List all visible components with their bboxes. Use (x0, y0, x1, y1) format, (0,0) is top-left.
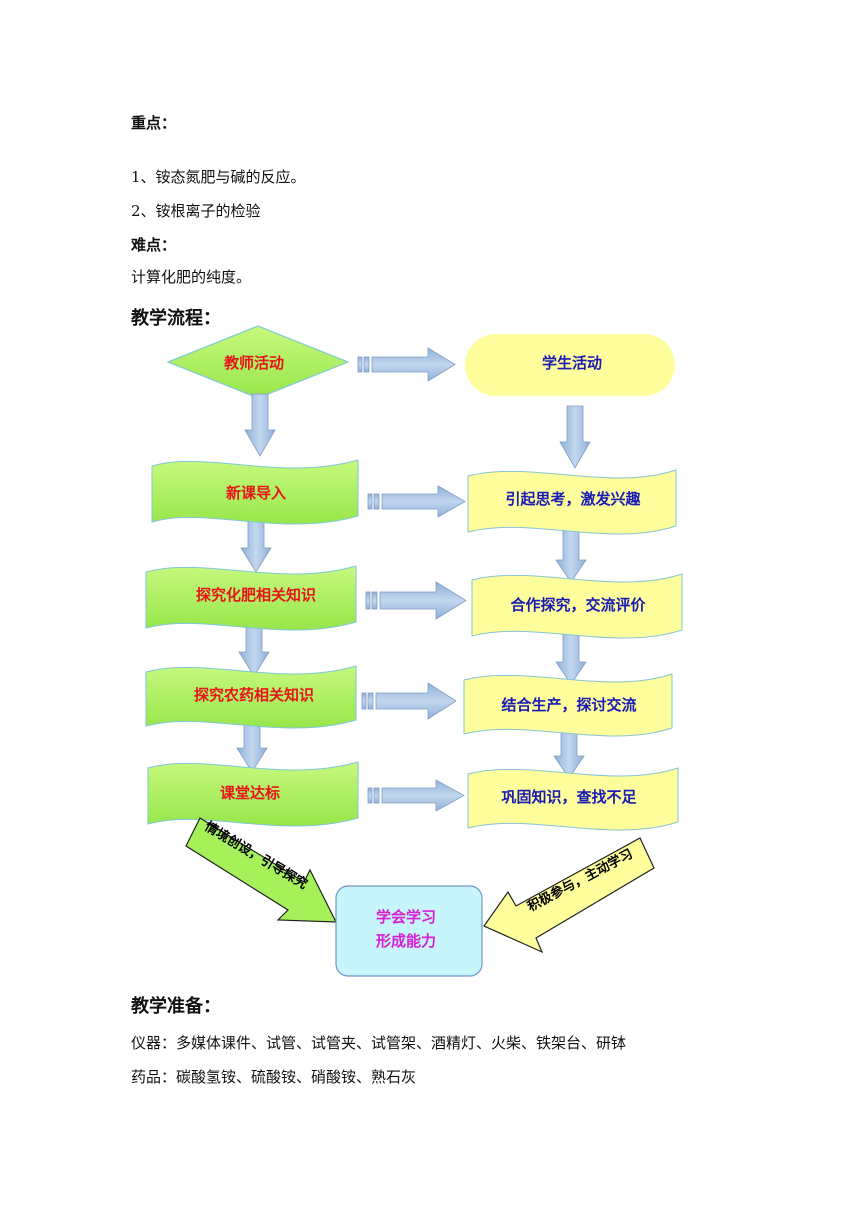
teacher-down-arrow-4 (236, 719, 268, 773)
teacher-step-2: 探究化肥相关知识 (145, 565, 357, 631)
student-down-arrow-3 (555, 633, 587, 685)
step-1-right-arrow (367, 485, 466, 518)
student-step-4: 巩固知识，查找不足 (467, 767, 679, 831)
student-step-1-label: 引起思考，激发兴趣 (505, 490, 641, 508)
goal-line-2: 形成能力 (376, 932, 436, 950)
flow-heading: 教学流程： (131, 308, 221, 329)
student-down-arrow-1 (559, 405, 591, 469)
difficulty-heading: 难点： (131, 236, 177, 254)
teacher-step-1: 新课导入 (151, 459, 359, 525)
student-header-label: 学生活动 (542, 354, 602, 372)
teacher-step-1-label: 新课导入 (226, 484, 286, 502)
preparation-chemicals: 药品：碳酸氢铵、硫酸铵、硝酸铵、熟石灰 (131, 1068, 417, 1086)
teacher-step-3: 探究农药相关知识 (145, 665, 357, 729)
key-point-item-1: 1、铵态氮肥与碱的反应。 (131, 168, 306, 186)
goal-line-1: 学会学习 (376, 908, 436, 926)
student-step-3-label: 结合生产，探讨交流 (501, 696, 636, 714)
teacher-down-arrow-3 (238, 623, 270, 677)
student-step-2-label: 合作探究，交流评价 (509, 596, 646, 614)
step-3-right-arrow (361, 682, 457, 720)
student-down-arrow-4 (553, 731, 585, 779)
right-diagonal-arrow: 积极参与，主动学习 (483, 837, 655, 954)
difficulty-text: 计算化肥的纯度。 (131, 268, 252, 286)
key-points-heading: 重点： (131, 114, 177, 132)
preparation-instruments: 仪器：多媒体课件、试管、试管夹、试管架、酒精灯、火柴、铁架台、研钵 (131, 1034, 627, 1052)
teacher-step-2-label: 探究化肥相关知识 (196, 586, 316, 604)
student-step-4-label: 巩固知识，查找不足 (501, 788, 637, 806)
teacher-step-3-label: 探究农药相关知识 (194, 686, 314, 704)
goal-box (335, 885, 483, 977)
left-diagonal-arrow: 情境创设，引导探究 (185, 817, 337, 923)
teacher-step-4-label: 课堂达标 (220, 784, 280, 802)
student-step-1: 引起思考，激发兴趣 (467, 469, 677, 535)
student-step-2: 合作探究，交流评价 (471, 573, 683, 639)
teacher-step-4: 课堂达标 (147, 761, 359, 827)
step-4-right-arrow (367, 779, 465, 812)
student-down-arrow-2 (555, 527, 587, 583)
step-2-right-arrow (365, 581, 467, 620)
student-header-box (465, 334, 675, 396)
student-step-3: 结合生产，探讨交流 (463, 673, 673, 737)
header-right-arrow (357, 347, 456, 382)
teacher-down-arrow-2 (240, 517, 272, 573)
teacher-header-label: 教师活动 (223, 354, 284, 372)
key-point-item-2: 2、铵根离子的检验 (131, 202, 261, 220)
preparation-heading: 教学准备： (131, 996, 221, 1017)
teacher-down-arrow-1 (244, 393, 276, 457)
